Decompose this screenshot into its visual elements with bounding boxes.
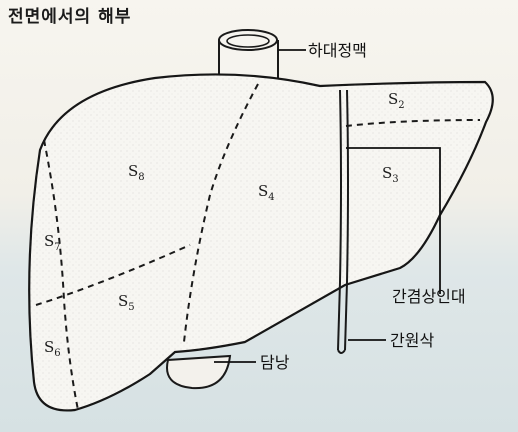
segment-label-s2: S2 <box>388 90 405 111</box>
falciform-leader <box>346 147 441 294</box>
ivc-label: 하대정맥 <box>308 41 367 60</box>
falciform-label: 간겸상인대 <box>392 287 466 306</box>
falciform-ligament <box>339 89 349 283</box>
segment-label-s5: S5 <box>118 292 135 313</box>
round-ligament <box>337 281 348 354</box>
diagram-title: 전면에서의 해부 <box>8 7 132 27</box>
gallbladder-label: 담낭 <box>260 353 290 372</box>
segment-label-s8: S8 <box>128 162 145 183</box>
segment-label-s3: S3 <box>382 164 399 185</box>
segment-label-s4: S4 <box>258 182 275 203</box>
round-ligament-label: 간원삭 <box>390 331 434 350</box>
gallbladder <box>166 354 232 390</box>
segment-boundaries <box>35 83 481 411</box>
segment-label-s6: S6 <box>44 338 61 359</box>
leader-lines <box>214 49 441 363</box>
segment-label-s7: S7 <box>44 232 61 253</box>
liver-outline <box>28 73 494 412</box>
